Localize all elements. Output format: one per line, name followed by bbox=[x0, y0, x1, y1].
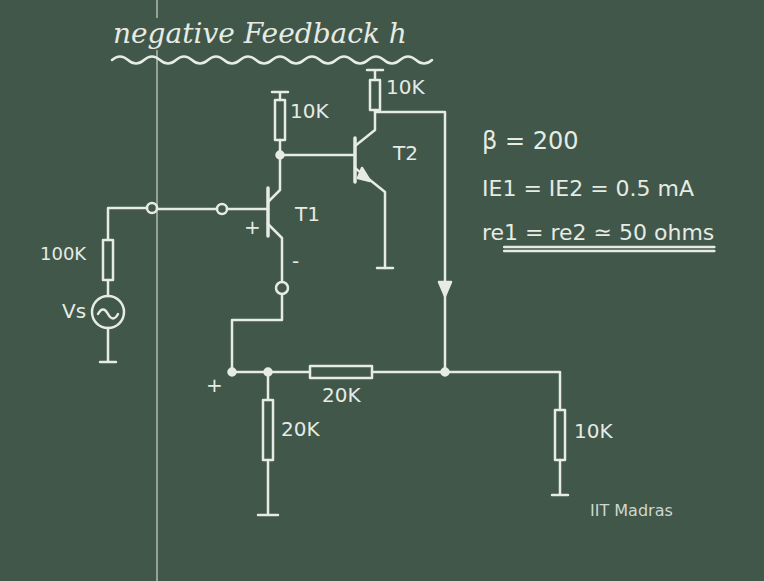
resistor-value: 100K bbox=[40, 244, 86, 265]
wire bbox=[107, 280, 110, 296]
junction-dot bbox=[442, 369, 449, 376]
ac-tilde bbox=[98, 310, 118, 319]
transistor-collector bbox=[355, 110, 375, 146]
supply-rail bbox=[367, 70, 383, 80]
polarity-sign: + bbox=[244, 216, 261, 239]
resistor-value: 20K bbox=[322, 384, 361, 407]
polarity-sign: + bbox=[206, 374, 223, 397]
transistor-name: T1 bbox=[295, 203, 320, 226]
transistor-name: T2 bbox=[393, 142, 418, 165]
source-name: Vs bbox=[62, 300, 86, 323]
board-title: negative Feedback h bbox=[110, 18, 410, 50]
current-arrow bbox=[439, 282, 451, 296]
ground-symbol bbox=[100, 328, 116, 362]
wire bbox=[267, 372, 270, 400]
ground-symbol bbox=[258, 460, 278, 515]
resistor-symbol bbox=[555, 410, 565, 460]
terminal bbox=[147, 203, 157, 213]
resistor-value: 10K bbox=[386, 76, 425, 99]
transistor-base bbox=[353, 138, 357, 182]
wire bbox=[268, 140, 280, 202]
resistor-symbol bbox=[263, 400, 273, 460]
wire bbox=[108, 208, 147, 240]
resistor-symbol bbox=[103, 240, 113, 280]
wire bbox=[280, 154, 355, 157]
board-divider bbox=[156, 0, 158, 581]
parameter-note: β = 200 bbox=[482, 128, 579, 156]
chalk-loop bbox=[276, 282, 288, 294]
ground-symbol bbox=[377, 267, 393, 270]
watermark: IIT Madras bbox=[590, 502, 673, 520]
transistor-emitter bbox=[268, 224, 282, 282]
resistor-symbol bbox=[275, 100, 285, 140]
wire bbox=[157, 208, 217, 211]
ground-symbol bbox=[552, 460, 568, 495]
emitter-arrow bbox=[358, 168, 370, 181]
resistor-symbol bbox=[370, 80, 380, 110]
wire bbox=[227, 208, 268, 211]
wavy-underline bbox=[112, 57, 432, 64]
terminal bbox=[217, 204, 227, 214]
transistor-emitter bbox=[355, 168, 385, 268]
underline bbox=[504, 246, 714, 249]
wire bbox=[232, 294, 282, 372]
resistor-value: 10K bbox=[290, 100, 329, 123]
resistor-value: 10K bbox=[574, 420, 613, 443]
source-symbol bbox=[92, 296, 124, 328]
wire bbox=[372, 372, 560, 410]
polarity-sign: - bbox=[292, 250, 299, 273]
underline bbox=[504, 250, 714, 253]
parameter-note: re1 = re2 ≃ 50 ohms bbox=[482, 220, 714, 245]
resistor-value: 20K bbox=[281, 418, 320, 441]
resistor-symbol bbox=[310, 366, 372, 378]
parameter-note: IE1 = IE2 = 0.5 mA bbox=[482, 176, 694, 201]
transistor-base bbox=[266, 188, 270, 236]
